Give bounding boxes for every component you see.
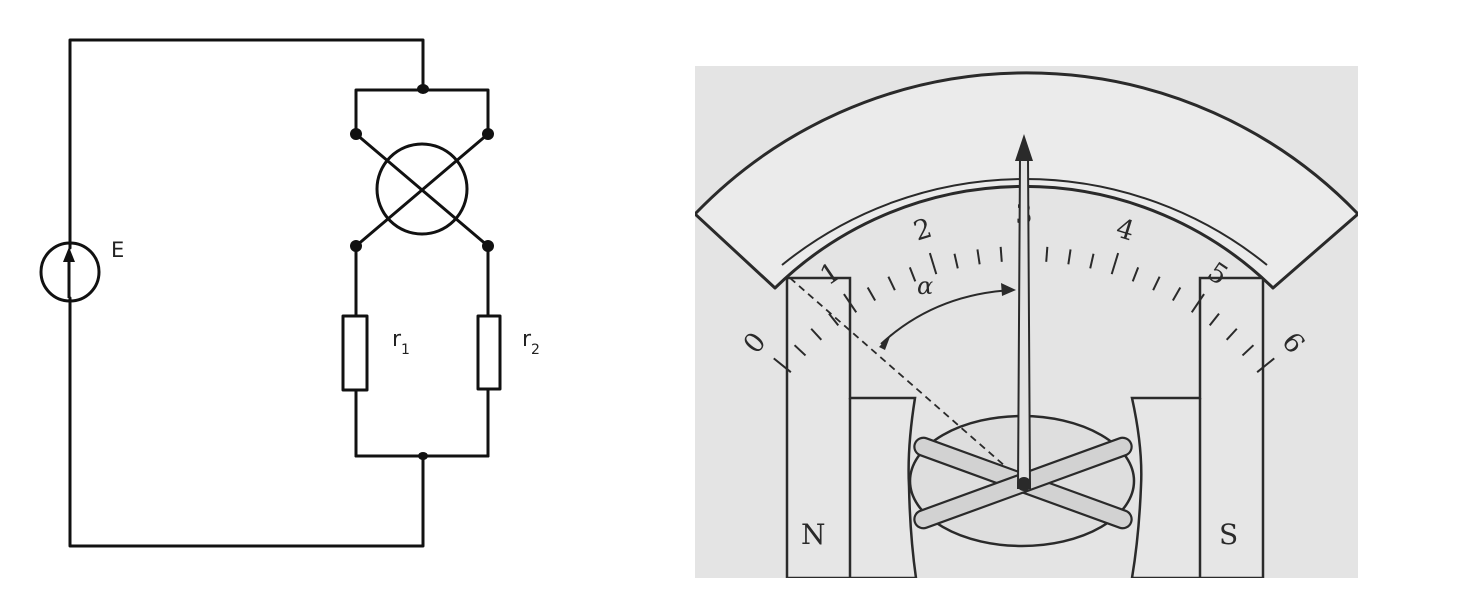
scale-tick xyxy=(1190,293,1205,313)
magnet-yoke xyxy=(785,276,1265,578)
scale-tick xyxy=(1045,246,1049,262)
wire-top-bridge xyxy=(354,88,490,136)
pointer-tip-arrow xyxy=(1015,134,1033,161)
scale-tick xyxy=(843,293,858,313)
scale-tick xyxy=(928,252,938,275)
scale-tick xyxy=(908,267,917,282)
scale-tick xyxy=(810,328,823,341)
angle-arc-arrow-start xyxy=(879,334,891,350)
resistor1-label: r1 xyxy=(392,327,410,358)
scale-tick xyxy=(1208,313,1220,327)
resistor2-label: r2 xyxy=(522,327,540,358)
pole-s-label: S xyxy=(1219,518,1238,551)
resistor-r1 xyxy=(341,314,369,392)
scale-tick xyxy=(1241,344,1255,357)
circuit-diagram: E r1 r2 xyxy=(39,38,540,548)
wire-top xyxy=(68,38,425,250)
angle-alpha-label: α xyxy=(917,272,933,300)
scale-tick xyxy=(1225,328,1238,341)
scale-tick xyxy=(1067,249,1072,265)
resistor2-letter: r xyxy=(522,327,532,352)
magnet-pole-s xyxy=(1130,276,1265,578)
scale-tick xyxy=(953,253,959,269)
meter-illustration: 0123456 α N S xyxy=(695,66,1358,578)
emf-source-symbol xyxy=(39,241,101,303)
resistor2-subscript: 2 xyxy=(531,342,540,358)
emf-arrow-icon xyxy=(63,247,75,298)
scale-tick xyxy=(887,276,896,291)
pole-n-label: N xyxy=(801,518,826,551)
scale-tick xyxy=(976,249,981,265)
scale-tick xyxy=(1152,276,1161,291)
resistor1-letter: r xyxy=(392,327,402,352)
lamp-cross-b xyxy=(354,132,490,248)
angle-arc-arrow-end xyxy=(1001,283,1016,296)
scale-tick xyxy=(1171,287,1182,302)
scale-tick xyxy=(1089,253,1095,269)
resistor-r2 xyxy=(476,314,502,391)
scale-tick xyxy=(773,357,792,373)
wire-bottom xyxy=(68,296,425,548)
scale-tick xyxy=(1131,267,1140,282)
emf-label: E xyxy=(111,238,124,262)
zero-reference-line xyxy=(789,277,1023,482)
scale-tick xyxy=(828,313,840,327)
junction-dots xyxy=(350,84,494,460)
deflection-angle-arc xyxy=(880,289,1014,345)
resistor1-subscript: 1 xyxy=(401,342,410,358)
lamp-symbol xyxy=(375,142,469,236)
meter-pointer xyxy=(1015,134,1033,491)
scale-tick xyxy=(866,287,877,302)
scale-tick xyxy=(1256,357,1275,373)
scale-tick xyxy=(793,344,807,357)
scale-tick xyxy=(999,246,1003,262)
scale-tick xyxy=(1110,252,1120,275)
